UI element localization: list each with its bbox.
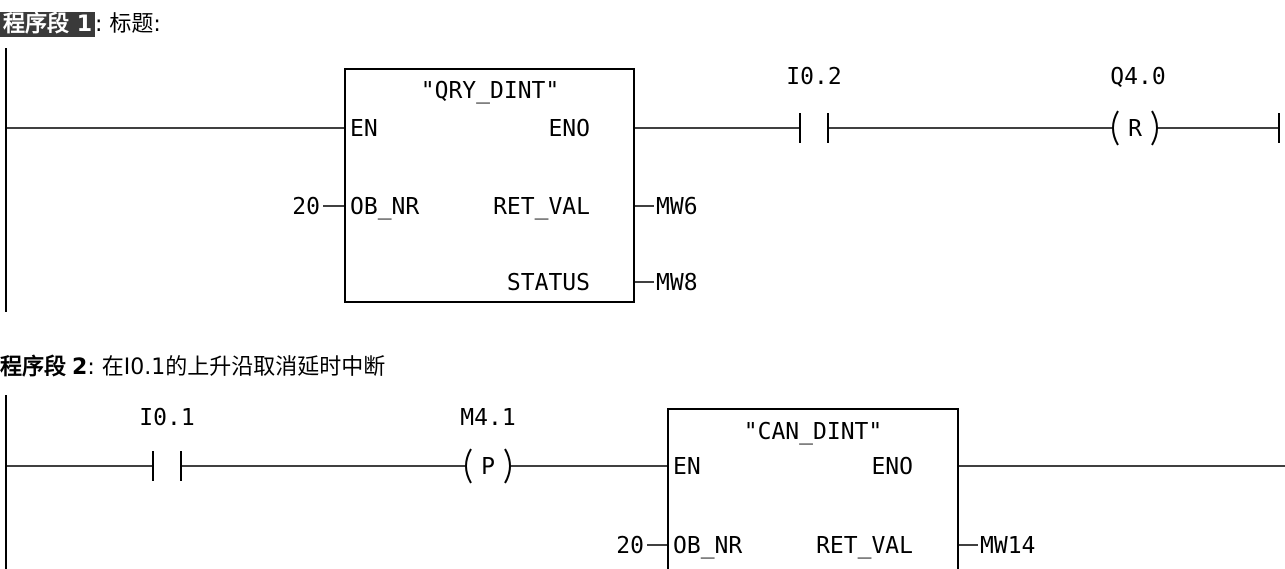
qry-pin-status: STATUS <box>506 270 590 296</box>
can-pin-ob-nr: OB_NR <box>673 533 743 559</box>
coil-q40-reset[interactable] <box>1112 110 1158 146</box>
can-dint-block-name: "CAN_DINT" <box>743 419 883 445</box>
qry-pin-ret-val: RET_VAL <box>493 194 590 220</box>
can-dint-block[interactable] <box>667 408 959 569</box>
qry-dint-block-name: "QRY_DINT" <box>420 78 560 104</box>
contact-i01[interactable] <box>152 451 182 481</box>
qry-pin-en: EN <box>350 116 378 142</box>
can-pin-eno: ENO <box>871 454 913 480</box>
network-2-label: 程序段 <box>0 355 67 380</box>
qry-ret-val-operand[interactable]: MW6 <box>656 194 698 220</box>
edge-m41-positive[interactable] <box>465 448 511 484</box>
can-ob-nr-value[interactable]: 20 <box>616 533 644 559</box>
edge-m41-address[interactable]: M4.1 <box>460 405 516 431</box>
qry-dint-block[interactable] <box>344 68 635 303</box>
contact-i02[interactable] <box>799 113 829 143</box>
qry-pin-eno: ENO <box>548 116 590 142</box>
contact-i02-address[interactable]: I0.2 <box>786 64 842 90</box>
qry-ob-nr-value[interactable]: 20 <box>292 194 320 220</box>
network-2-title: : 在I0.1的上升沿取消延时中断 <box>87 355 386 380</box>
contact-i01-address[interactable]: I0.1 <box>139 405 195 431</box>
qry-pin-ob-nr: OB_NR <box>350 194 420 220</box>
can-pin-ret-val: RET_VAL <box>816 533 913 559</box>
edge-m41-symbol: P <box>481 454 495 480</box>
network-2-number: 2 <box>72 355 88 380</box>
coil-q40-symbol: R <box>1128 116 1142 142</box>
coil-q40-address[interactable]: Q4.0 <box>1110 64 1166 90</box>
qry-status-operand[interactable]: MW8 <box>656 270 698 296</box>
network-1-label-highlight: 程序段 1 <box>0 12 95 37</box>
can-ret-val-operand[interactable]: MW14 <box>980 533 1036 559</box>
network-1-title: : 标题: <box>95 12 161 37</box>
can-pin-en: EN <box>673 454 701 480</box>
network-1-header: 程序段 1: 标题: <box>0 12 161 38</box>
